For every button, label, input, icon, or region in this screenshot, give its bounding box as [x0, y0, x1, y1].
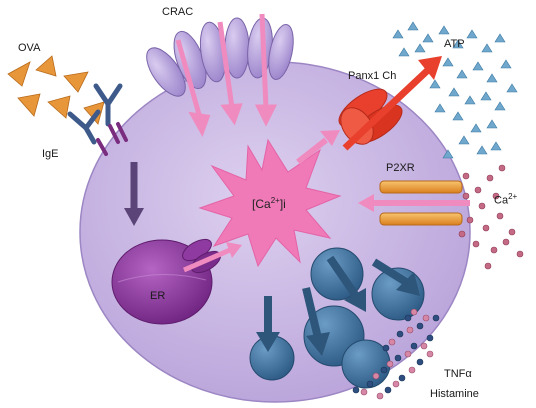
released-mediators [352, 308, 440, 400]
p2xr-label: P2XR [386, 162, 415, 174]
ova-antigens [7, 55, 105, 125]
tnf-alpha-label: TNFα [444, 368, 472, 380]
crac-label: CRAC [162, 6, 194, 18]
ige-label: IgE [42, 148, 59, 160]
atp-release-arrow [342, 56, 442, 151]
crac-ca-influx-arrows [175, 13, 278, 138]
extracellular-ca-label: Ca2+ [494, 192, 518, 207]
ova-label: OVA [18, 42, 41, 54]
ige-receptors [67, 83, 128, 156]
ige-signal-arrow [124, 162, 144, 226]
er-ca-release-arrow [183, 242, 242, 273]
cytosolic-ca-label: [Ca2+]i [252, 196, 286, 211]
panx1-label: Panx1 Ch [348, 70, 397, 82]
extracellular-ca-ions [458, 164, 524, 270]
panx1-channel [338, 88, 403, 145]
endoplasmic-reticulum [111, 238, 221, 325]
histamine-label: Histamine [430, 388, 479, 400]
p2x-ca-influx-arrow [358, 194, 470, 212]
atp-molecules [392, 21, 518, 159]
cytosolic-ca-burst [198, 138, 342, 268]
p2x-receptor [379, 180, 463, 226]
burst-to-panx-arrow [296, 130, 340, 165]
er-label: ER [150, 290, 166, 302]
degranulation-arrows [256, 255, 420, 356]
atp-label: ATP [444, 38, 465, 50]
